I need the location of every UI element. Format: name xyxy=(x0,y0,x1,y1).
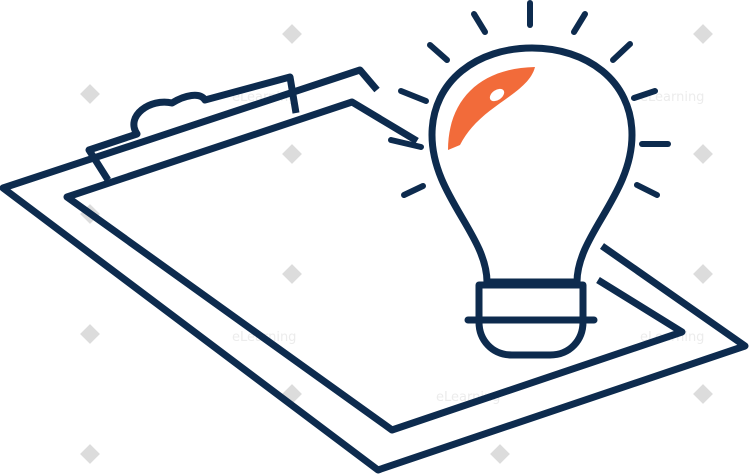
clipboard xyxy=(0,66,749,474)
watermark-diamond-icon xyxy=(80,444,100,464)
watermark-diamond-icon xyxy=(282,264,302,284)
lightbulb-icon xyxy=(388,0,671,359)
lightbulb-highlight xyxy=(448,67,535,150)
clipboard-paper-outline xyxy=(63,98,686,434)
lightbulb-glint xyxy=(489,88,505,102)
watermark-diamond-icon xyxy=(693,24,713,44)
light-rays xyxy=(388,0,671,198)
watermark-diamond-icon xyxy=(693,384,713,404)
watermark-diamond-icon xyxy=(282,24,302,44)
watermark-diamond-icon xyxy=(282,144,302,164)
watermark-diamond-icon xyxy=(80,324,100,344)
clipboard-clip xyxy=(85,73,300,182)
watermark-diamond-icon xyxy=(80,84,100,104)
clipboard-board-outline xyxy=(0,66,749,474)
watermark-diamond-icon xyxy=(693,264,713,284)
watermark-diamond-icon xyxy=(693,144,713,164)
watermark-diamond-icon xyxy=(490,444,510,464)
